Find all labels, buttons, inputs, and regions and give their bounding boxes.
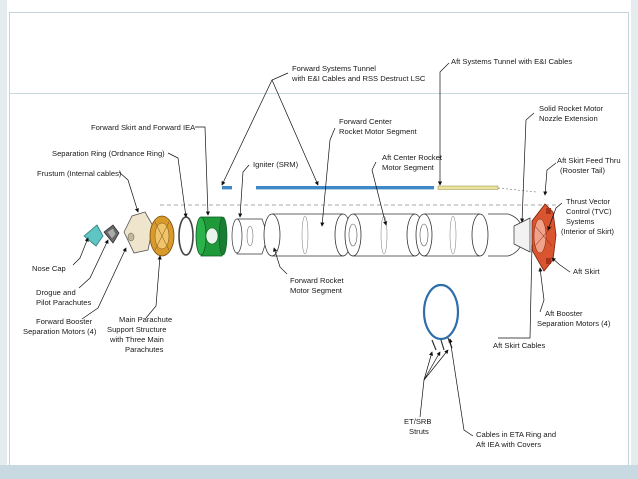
label-forward-booster: Forward Booster: [36, 317, 93, 326]
aft-systems-tunnel: [437, 185, 499, 190]
label-aft-center: Aft Center Rocket: [382, 153, 443, 162]
label-aft-skirt-feed-line2: (Rooster Tail): [560, 166, 605, 175]
main-parachute-part: [149, 215, 175, 257]
label-nozzle-extension: Solid Rocket Motor: [539, 104, 604, 113]
label-forward-rocket-motor-line2: Motor Segment: [290, 286, 343, 295]
label-forward-rocket-motor: Forward Rocket: [290, 276, 344, 285]
slide-bottom-bar: [0, 465, 638, 479]
frustum-part: [123, 211, 154, 254]
forward-tunnel-stub: [222, 186, 232, 190]
forward-center-motor-segment: [344, 213, 424, 257]
label-main-parachute: Main Parachute: [119, 315, 172, 324]
label-tvc-line4: (Interior of Skirt): [561, 227, 614, 236]
slide-left-border: [0, 0, 7, 479]
label-tvc: Thrust Vector: [566, 197, 610, 206]
label-drogue-line2: Pilot Parachutes: [36, 298, 91, 307]
label-forward-center: Forward Center: [339, 117, 392, 126]
forward-systems-tunnel: [256, 186, 434, 190]
forward-dome-part: [231, 218, 269, 255]
label-forward-systems-tunnel-line2: with E&I Cables and RSS Destruct LSC: [291, 74, 426, 83]
label-et-srb-struts-line2: Struts: [409, 427, 429, 436]
label-aft-booster-line2: Separation Motors (4): [537, 319, 611, 328]
label-main-parachute-line4: Parachutes: [125, 345, 164, 354]
label-eta-ring: Cables in ETA Ring and: [476, 430, 556, 439]
label-igniter: Igniter (SRM): [253, 160, 299, 169]
drogue-parachute-part: [103, 224, 120, 244]
label-nose-cap: Nose Cap: [32, 264, 66, 273]
label-aft-skirt-feed: Aft Skirt Feed Thru: [557, 156, 621, 165]
label-separation-ring: Separation Ring (Ordnance Ring): [52, 149, 165, 158]
label-aft-skirt: Aft Skirt: [573, 267, 600, 276]
separation-ring-part: [178, 216, 194, 256]
eta-ring-part: [422, 283, 460, 341]
label-main-parachute-line2: Support Structure: [107, 325, 167, 334]
nozzle-extension-part: [513, 217, 531, 253]
aft-center-motor-segment: [415, 213, 489, 257]
label-et-srb-struts: ET/SRB: [404, 417, 431, 426]
forward-rocket-motor-segment: [263, 213, 352, 257]
label-forward-booster-line2: Separation Motors (4): [23, 327, 97, 336]
label-frustum: Frustum (Internal cables): [37, 169, 122, 178]
leader-lines: [72, 62, 571, 437]
label-aft-center-line2: Motor Segment: [382, 163, 435, 172]
slide-right-border: [631, 0, 638, 479]
labels: Forward Systems Tunnel with E&I Cables a…: [23, 57, 621, 449]
label-forward-skirt: Forward Skirt and Forward IEA: [91, 123, 196, 132]
forward-skirt-part: [195, 216, 228, 257]
label-nozzle-extension-line2: Nozzle Extension: [539, 114, 598, 123]
label-main-parachute-line3: with Three Main: [109, 335, 164, 344]
label-aft-skirt-cables: Aft Skirt Cables: [493, 341, 546, 350]
label-tvc-line2: Control (TVC): [566, 207, 612, 216]
label-drogue: Drogue and: [36, 288, 76, 297]
label-forward-center-line2: Rocket Motor Segment: [339, 127, 418, 136]
label-aft-booster: Aft Booster: [545, 309, 583, 318]
aft-skirt-part: [531, 203, 557, 272]
label-aft-systems-tunnel: Aft Systems Tunnel with E&I Cables: [451, 57, 572, 66]
nose-cap-part: [83, 224, 104, 247]
header-rule: [9, 93, 629, 94]
label-tvc-line3: Systems: [566, 217, 595, 226]
label-forward-systems-tunnel: Forward Systems Tunnel: [292, 64, 376, 73]
label-eta-ring-line2: Aft IEA with Covers: [476, 440, 541, 449]
